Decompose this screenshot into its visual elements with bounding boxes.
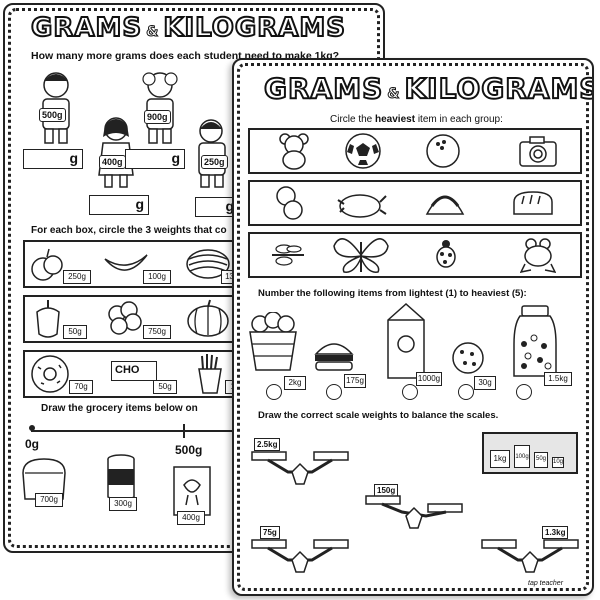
kid-3-unit: g — [171, 150, 180, 166]
item-5-tag: 1.5kg — [544, 372, 572, 386]
dragonfly-icon[interactable] — [266, 240, 310, 270]
kid-4-unit: g — [225, 198, 234, 214]
camera-icon[interactable] — [518, 134, 558, 168]
order-circle-5[interactable] — [516, 384, 532, 400]
scale-3-icon[interactable] — [248, 536, 352, 576]
number-line-start-dot — [29, 425, 35, 431]
kid-2-unit: g — [135, 196, 144, 212]
order-circle-1[interactable] — [266, 384, 282, 400]
heaviest-group-2 — [248, 180, 582, 226]
front-title: GRAMS&KILOGRAMS — [263, 71, 594, 106]
order-circle-3[interactable] — [402, 384, 418, 400]
row2-tag-2: 750g — [143, 325, 171, 339]
turkey-icon[interactable] — [334, 188, 388, 220]
title-grams: GRAMS — [30, 12, 143, 44]
fries-icon — [198, 354, 222, 394]
banana-icon — [104, 254, 148, 271]
taco-icon[interactable] — [424, 186, 466, 222]
title-kilograms: KILOGRAMS — [162, 12, 346, 44]
row1-tag-2: 100g — [143, 270, 171, 284]
kid-1-unit: g — [69, 150, 78, 166]
cereal-box-icon — [173, 466, 211, 516]
item-4-tag: 30g — [474, 376, 496, 390]
legend-weight-4: 10g — [552, 457, 564, 468]
soccer-ball-icon[interactable] — [344, 132, 382, 170]
teddy-bear-icon[interactable] — [276, 132, 312, 170]
item-1-tag: 2kg — [284, 376, 306, 390]
legend-weight-3: 50g — [534, 452, 548, 468]
title-amp: & — [387, 86, 401, 103]
bread-icon — [22, 458, 66, 500]
peanut-icon[interactable] — [274, 184, 306, 222]
front-section2: Number the following items from lightest… — [258, 288, 527, 299]
kid-3-weight: 900g — [144, 110, 171, 124]
order-circle-4[interactable] — [458, 384, 474, 400]
row3-tag-2: 50g — [153, 380, 177, 394]
candy-jar-icon — [513, 305, 557, 377]
apple-basket-icon — [249, 312, 297, 371]
kid-1-answer-box[interactable]: g — [23, 149, 83, 169]
burger-icon — [314, 343, 354, 371]
donut-icon — [31, 355, 69, 393]
kid-2-answer-box[interactable]: g — [89, 195, 149, 215]
instruction-bold: heaviest — [375, 114, 416, 125]
title-kilograms: KILOGRAMS — [403, 71, 594, 106]
kid-3-answer-box[interactable]: g — [125, 149, 185, 169]
title-grams: GRAMS — [263, 71, 384, 106]
scale-2-icon[interactable] — [362, 492, 466, 532]
legend-weight-2: 100g — [514, 445, 530, 468]
row3-tag-1: 70g — [69, 380, 93, 394]
axis-start-label: 0g — [25, 437, 40, 451]
bread-loaf-icon[interactable] — [510, 190, 556, 218]
can-icon — [107, 454, 135, 501]
kid-1-weight: 500g — [39, 108, 66, 122]
kid-3-icon — [142, 72, 178, 144]
kid-1-icon — [42, 72, 70, 144]
frog-icon[interactable] — [520, 236, 556, 274]
scale-1-icon[interactable] — [248, 448, 352, 488]
scale-4-weight: 1.3kg — [542, 526, 569, 539]
apple-icon — [31, 248, 63, 281]
bowling-ball-icon[interactable] — [424, 132, 462, 170]
instruction-post: item in each group: — [415, 114, 503, 125]
milk-carton-icon — [387, 302, 425, 379]
title-amp: & — [146, 24, 160, 41]
back-section3: Draw the grocery items below on — [41, 403, 198, 414]
order-circle-2[interactable] — [326, 384, 342, 400]
row1-tag-1: 250g — [63, 270, 91, 284]
number-line — [31, 430, 241, 432]
legend-weight-1: 1kg — [490, 450, 510, 468]
back-section2: For each box, circle the 3 weights that … — [31, 225, 227, 236]
kid-4-weight: 250g — [201, 155, 228, 169]
scale-1-weight: 2.5kg — [254, 438, 281, 451]
front-instruction: Circle the heaviest item in each group: — [330, 114, 503, 125]
grocery-2-tag: 300g — [109, 497, 137, 511]
pepper-icon — [36, 300, 60, 338]
kid-2-weight: 400g — [99, 155, 126, 169]
chocolate-bar-icon: CHO — [111, 361, 157, 381]
grocery-1-tag: 700g — [35, 493, 63, 507]
grocery-3-tag: 400g — [177, 511, 205, 525]
back-title: GRAMS&KILOGRAMS — [30, 12, 346, 44]
row2-tag-1: 50g — [63, 325, 87, 339]
ladybug-icon[interactable] — [434, 238, 458, 270]
front-section3: Draw the correct scale weights to balanc… — [258, 410, 499, 421]
axis-mid-label: 500g — [175, 443, 203, 457]
scale-2-weight: 150g — [374, 484, 399, 497]
cauliflower-icon — [108, 301, 142, 335]
butterfly-icon[interactable] — [330, 234, 392, 276]
instruction-pre: Circle the — [330, 114, 376, 125]
item-2-tag: 175g — [344, 374, 366, 388]
watermelon-icon — [186, 249, 230, 279]
footer-brand: tap teacher — [528, 580, 564, 587]
pumpkin-icon — [187, 299, 229, 337]
item-3-tag: 1000g — [416, 372, 442, 386]
scale-4-icon[interactable] — [478, 536, 582, 576]
number-line-mid-tick — [183, 424, 185, 438]
scale-3-weight: 75g — [260, 526, 280, 539]
cookie-icon — [452, 342, 484, 374]
kid-4-answer-box[interactable]: g — [195, 197, 239, 217]
front-worksheet: GRAMS&KILOGRAMS Circle the heaviest item… — [232, 58, 594, 596]
